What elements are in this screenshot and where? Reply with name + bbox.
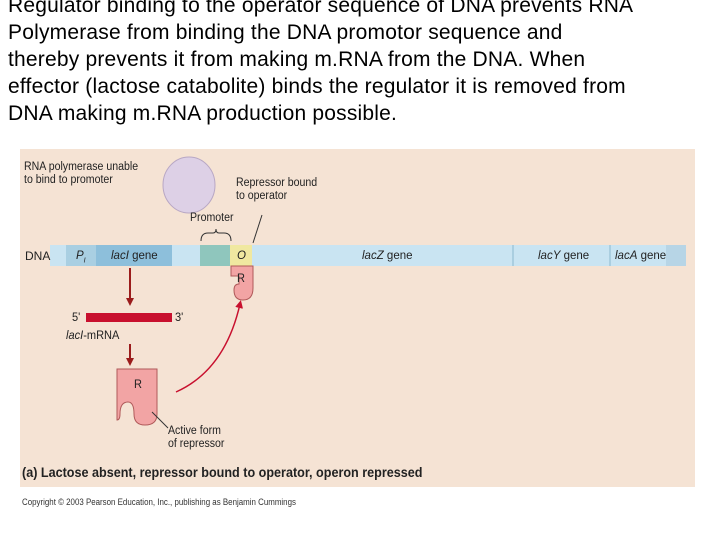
dna-label: DNA (25, 249, 51, 263)
label-line: Active form (168, 425, 221, 437)
three-prime-label: 3' (175, 310, 184, 324)
p-gene-label: PI (76, 248, 86, 264)
active-form-label: Active form of repressor (168, 425, 224, 451)
slide-text-line: thereby prevents it from making m.RNA fr… (8, 48, 586, 71)
promoter-bracket (200, 228, 232, 242)
slide-text: Regulator binding to the operator sequen… (8, 0, 720, 127)
rna-polymerase-shape (162, 156, 216, 214)
dna-end-segment (666, 245, 686, 266)
laci-gene-suffix: gene (128, 250, 158, 262)
p-gene-segment (66, 245, 96, 266)
laci-gene-name: lacI (111, 250, 129, 262)
lacy-gene-suffix: gene (560, 250, 590, 262)
promoter-segment (200, 245, 230, 266)
laca-gene-name: lacA (615, 250, 638, 262)
free-repressor-shape (116, 368, 158, 426)
lacy-gene-label: lacY gene (538, 248, 589, 264)
p-gene-letter: P (76, 250, 84, 262)
five-prime-label: 5' (72, 310, 81, 324)
operator-segment (230, 245, 252, 266)
bound-repressor-shape (230, 265, 254, 301)
laci-gene-label: lacI gene (111, 248, 158, 264)
label-line: Repressor bound (236, 177, 318, 189)
copyright-notice: Copyright © 2003 Pearson Education, Inc.… (22, 497, 296, 507)
laci-gene-segment (96, 245, 172, 266)
slide-text-line: DNA making m.RNA production possible. (8, 102, 398, 125)
laca-gene-label: lacA gene (615, 248, 666, 264)
p-gene-subscript: I (83, 257, 86, 265)
laci-mrna-bar (86, 313, 172, 322)
lacz-gene-label: lacZ gene (362, 248, 413, 264)
free-repressor-label: R (134, 377, 142, 391)
slide-text-line: effector (lactose catabolite) binds the … (8, 75, 626, 98)
label-line: RNA polymerase unable (24, 161, 139, 173)
label-line: of repressor (168, 438, 225, 450)
operator-label: O (237, 250, 246, 262)
lacz-gene-suffix: gene (383, 250, 413, 262)
lacy-gene-name: lacY (538, 250, 561, 262)
rna-polymerase-label: RNA polymerase unable to bind to promote… (24, 161, 138, 187)
laci-mrna-suffix: -mRNA (83, 328, 120, 342)
figure-caption: (a) Lactose absent, repressor bound to o… (22, 464, 423, 480)
binding-arrow (175, 300, 244, 393)
label-line: to operator (236, 190, 288, 202)
label-line: to bind to promoter (24, 174, 113, 186)
bound-repressor-label: R (237, 271, 245, 285)
slide-text-line: Regulator binding to the operator sequen… (8, 0, 634, 17)
laca-gene-suffix: gene (637, 250, 667, 262)
laci-mrna-name: lacI (66, 328, 84, 342)
promoter-label: Promoter (190, 212, 234, 224)
repressor-pointer (252, 214, 263, 244)
active-form-pointer (151, 411, 169, 429)
lacz-gene-name: lacZ (362, 250, 384, 262)
caption-text: (a) Lactose absent, repressor bound to o… (22, 464, 423, 480)
slide-text-line: Polymerase from binding the DNA promotor… (8, 21, 563, 44)
laci-mrna-label: lacI-mRNA (66, 329, 119, 342)
repressor-bound-label: Repressor bound to operator (236, 177, 317, 203)
